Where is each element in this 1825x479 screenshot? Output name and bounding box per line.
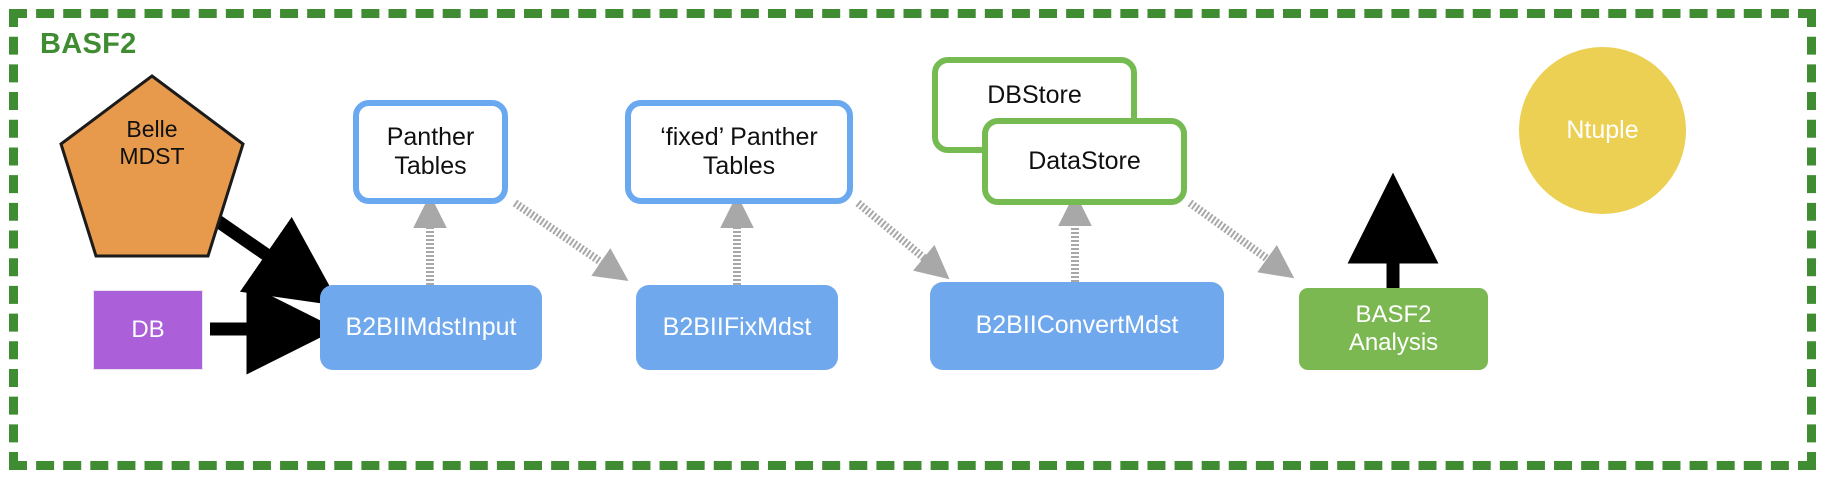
node-db[interactable]: DB	[93, 290, 203, 370]
node-panther-tables[interactable]: Panther Tables	[353, 100, 508, 204]
node-b2bii-convert-mdst-label: B2BIIConvertMdst	[975, 311, 1179, 340]
node-ntuple[interactable]: Ntuple	[1519, 47, 1686, 214]
node-b2bii-mdst-input-label: B2BIIMdstInput	[345, 312, 517, 341]
node-fixed-panther-tables[interactable]: ‘fixed’ Panther Tables	[625, 100, 853, 204]
node-b2bii-fix-mdst[interactable]: B2BIIFixMdst	[636, 285, 838, 370]
basf2-container-label: BASF2	[40, 28, 137, 60]
node-b2bii-convert-mdst[interactable]: B2BIIConvertMdst	[930, 282, 1224, 370]
node-belle-mdst[interactable]: Belle MDST	[57, 72, 247, 260]
pentagon-shape	[59, 74, 245, 258]
node-ntuple-label: Ntuple	[1566, 115, 1639, 144]
node-basf2-analysis-label: BASF2 Analysis	[1348, 300, 1439, 356]
node-db-label: DB	[131, 315, 165, 343]
node-b2bii-mdst-input[interactable]: B2BIIMdstInput	[320, 285, 542, 370]
node-basf2-analysis[interactable]: BASF2 Analysis	[1299, 288, 1488, 370]
node-b2bii-fix-mdst-label: B2BIIFixMdst	[662, 312, 812, 341]
node-datastore-label: DataStore	[1028, 146, 1141, 175]
node-fixed-panther-tables-label: ‘fixed’ Panther Tables	[660, 122, 818, 181]
basf2-container-frame	[9, 9, 1816, 470]
node-datastore[interactable]: DataStore	[982, 118, 1187, 205]
node-panther-tables-label: Panther Tables	[386, 122, 475, 181]
